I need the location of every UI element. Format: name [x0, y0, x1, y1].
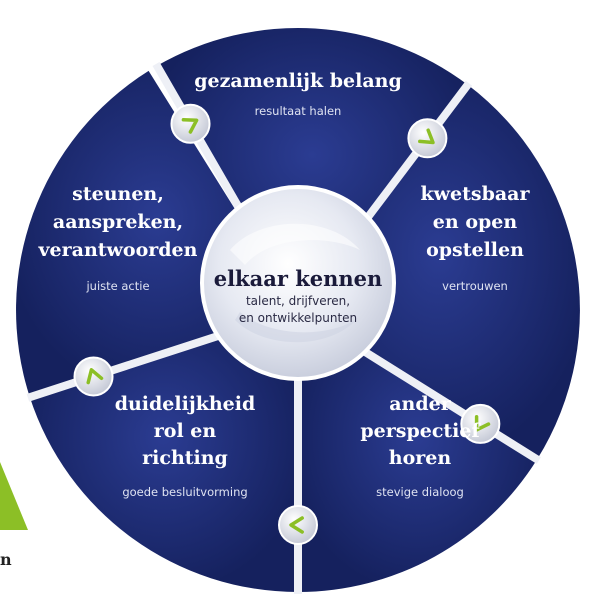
- segment-steunen: steunen, aanspreken, verantwoorden juist…: [38, 183, 198, 293]
- segment-subtitle: vertrouwen: [442, 279, 508, 293]
- segment-bg-top: [157, 28, 468, 310]
- segment-title-line-1: ander: [389, 393, 451, 415]
- chevron-icon: [418, 128, 435, 145]
- segment-title-line-3: horen: [389, 447, 452, 469]
- center-title: elkaar kennen: [214, 266, 383, 291]
- segment-duidelijkheid: duidelijkheid rol en richting goede besl…: [115, 393, 256, 499]
- segment-subtitle: resultaat halen: [255, 104, 342, 118]
- chevron-icon: [181, 118, 199, 134]
- hub-swirl-lower: [235, 312, 358, 343]
- chevron-knob: [278, 505, 318, 545]
- segment-title-line-2: aanspreken,: [53, 211, 183, 233]
- segment-title-line-1: duidelijkheid: [115, 393, 256, 415]
- chevron-knob: [460, 403, 501, 444]
- chevron-icon: [86, 368, 104, 385]
- segment-title-line-2: perspectief: [360, 420, 481, 442]
- segment-title-line-2: rol en: [154, 420, 217, 442]
- segment-title-line-3: verantwoorden: [38, 239, 198, 261]
- segment-kwetsbaar: kwetsbaar en open opstellen vertrouwen: [421, 183, 531, 293]
- segment-subtitle: goede besluitvorming: [122, 485, 247, 499]
- segment-title-line-1: steunen,: [72, 183, 164, 205]
- segment-subtitle: juiste actie: [85, 279, 149, 293]
- segment-title-line-1: kwetsbaar: [421, 183, 531, 205]
- segment-subtitle: stevige dialoog: [376, 485, 464, 499]
- segment-title-line-3: richting: [142, 447, 228, 469]
- green-triangle-fragment: [0, 462, 28, 530]
- center-subtitle-line-2: en ontwikkelpunten: [239, 311, 357, 325]
- segment-divider: [346, 338, 541, 464]
- segment-ander-perspectief: ander perspectief horen stevige dialoog: [360, 393, 481, 499]
- segment-bg-lower-right: [298, 310, 538, 592]
- segment-title: gezamenlijk belang: [194, 70, 402, 92]
- hub-swirl: [230, 223, 360, 265]
- segment-divider: [26, 324, 243, 402]
- segment-bg-upper-right: [298, 84, 580, 460]
- chevron-icon: [474, 414, 491, 432]
- chevron-knob: [73, 356, 114, 397]
- chevron-knob: [170, 103, 211, 144]
- segment-title-line-3: opstellen: [426, 239, 524, 261]
- center-subtitle-line-1: talent, drijfveren,: [246, 294, 350, 308]
- chevron-icon: [289, 516, 304, 534]
- chevron-knob: [407, 118, 448, 159]
- segment-gezamenlijk-belang: gezamenlijk belang resultaat halen: [194, 70, 402, 118]
- corner-text-fragment: n: [0, 550, 12, 569]
- segment-title-line-2: en open: [433, 211, 518, 233]
